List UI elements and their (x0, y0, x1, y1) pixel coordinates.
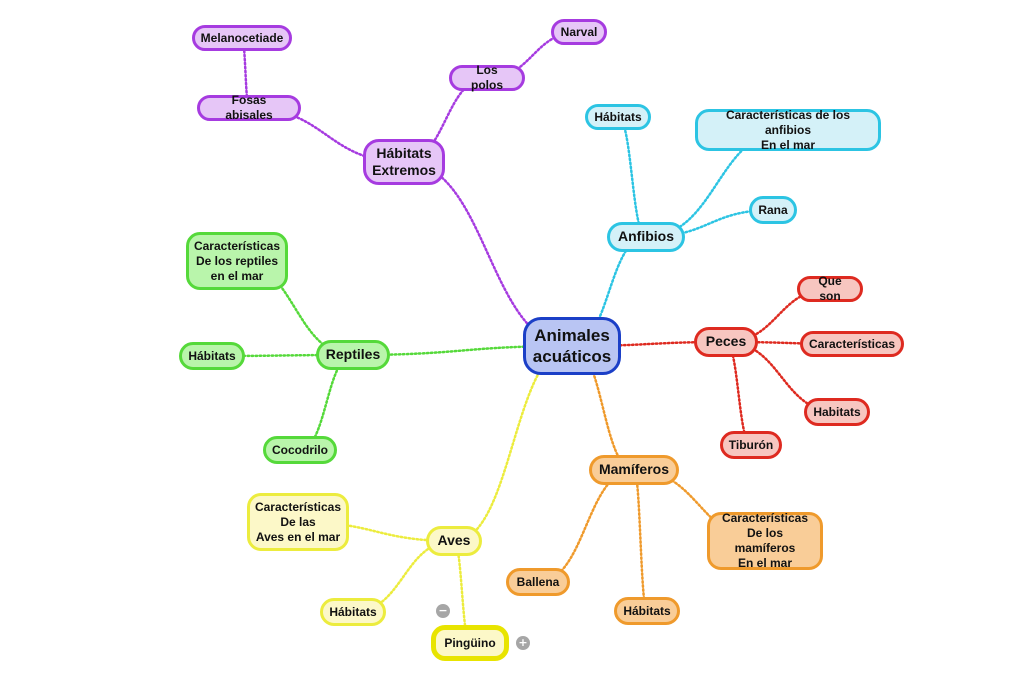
connector-orange (536, 468, 636, 584)
plus-icon[interactable]: + (516, 636, 530, 650)
branch-anfibios[interactable]: Anfibios (607, 222, 685, 252)
node-rana[interactable]: Rana (749, 196, 797, 224)
branch-reptiles[interactable]: Reptiles (316, 340, 390, 370)
branch-aves[interactable]: Aves (426, 526, 482, 556)
node-reptiles-caracteristicas[interactable]: Características De los reptiles en el ma… (186, 232, 288, 290)
branch-habitats-extremos[interactable]: Hábitats Extremos (363, 139, 445, 185)
node-anfibios-caracteristicas[interactable]: Características de los anfibios En el ma… (695, 108, 881, 152)
node-tiburon[interactable]: Tiburón (720, 431, 782, 459)
minus-icon[interactable]: − (436, 604, 450, 618)
node-anfibios-habitats[interactable]: Hábitats (585, 104, 651, 130)
node-peces-habitats[interactable]: Habitats (804, 398, 870, 426)
node-narval[interactable]: Narval (551, 19, 607, 45)
node-melanocetiade[interactable]: Melanocetiade (192, 25, 292, 51)
node-aves-habitats[interactable]: Hábitats (320, 598, 386, 626)
connector-red (724, 340, 753, 447)
connector-cyan (616, 115, 648, 239)
branch-peces[interactable]: Peces (694, 327, 758, 357)
node-aves-caracteristicas[interactable]: Características De las Aves en el mar (247, 493, 349, 551)
node-los-polos[interactable]: Los polos (449, 63, 525, 92)
central-node[interactable]: Animales acuáticos (523, 317, 621, 375)
node-cocodrilo[interactable]: Cocodrilo (263, 436, 337, 464)
node-ballena[interactable]: Ballena (506, 568, 570, 596)
node-pinguino[interactable]: Pingüino (431, 625, 509, 661)
node-fosas-abisales[interactable]: Fosas abisales (197, 93, 301, 122)
node-que-son[interactable]: Que son (797, 274, 863, 303)
node-mamiferos-habitats[interactable]: Hábitats (614, 597, 680, 625)
node-peces-caracteristicas[interactable]: Características (800, 331, 904, 357)
branch-mamiferos[interactable]: Mamíferos (589, 455, 679, 485)
node-mamiferos-caracteristicas[interactable]: Características De los mamíferos En el m… (707, 511, 823, 570)
connector-yellow (452, 344, 574, 543)
connector-orange (632, 468, 649, 613)
node-reptiles-habitats[interactable]: Hábitats (179, 342, 245, 370)
